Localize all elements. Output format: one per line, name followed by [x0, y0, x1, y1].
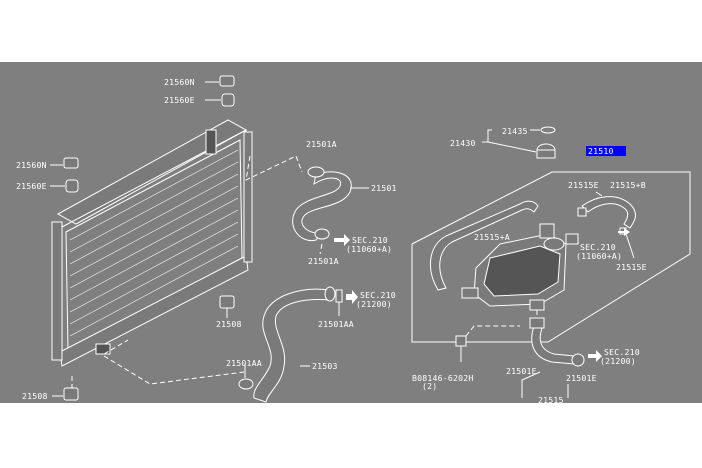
- upper-hose-21501[interactable]: [292, 166, 369, 242]
- mount-21560n-left[interactable]: [50, 157, 79, 169]
- label-21501aa-left: 21501AA: [226, 358, 262, 368]
- cap-seal-21435[interactable]: [540, 126, 556, 134]
- label-21508-bot: 21508: [22, 391, 48, 401]
- lower-hose-21503[interactable]: [238, 286, 336, 403]
- mount-21560e-top[interactable]: [205, 93, 235, 107]
- reservoir-lower-hose[interactable]: [529, 317, 585, 367]
- label-21501a-bot: 21501A: [308, 256, 339, 266]
- label-sec210-c: SEC.210: [580, 242, 616, 252]
- label-21501aa-right: 21501AA: [318, 319, 354, 329]
- radiator-parts-diagram: 21560N 21560E 21560N 21560E 21508 21508 …: [0, 62, 702, 405]
- label-21515a: 21515+A: [474, 232, 510, 242]
- arrow-sec210-c: [618, 228, 630, 236]
- mount-21508-mid[interactable]: [219, 295, 235, 318]
- clamp-21501aa-right[interactable]: [335, 289, 343, 303]
- label-21503: 21503: [312, 361, 338, 371]
- label-21560e-top: 21560E: [164, 95, 195, 105]
- label-21430: 21430: [450, 138, 476, 148]
- label-21501a-top: 21501A: [306, 139, 337, 149]
- leader-dashes-left: [71, 155, 323, 388]
- radiator-assembly[interactable]: [51, 119, 253, 367]
- label-21515: 21515: [538, 395, 564, 403]
- label-21560n-top: 21560N: [164, 77, 195, 87]
- label-21560n-left: 21560N: [16, 160, 47, 170]
- leader-21515-left: [521, 371, 541, 398]
- bolt-08146[interactable]: [455, 325, 520, 362]
- reservoir-cap-21430[interactable]: [482, 129, 556, 159]
- reservoir-outline-box: [411, 171, 691, 343]
- label-21501e-right: 21501E: [566, 373, 597, 383]
- radiator-side-tank-left: [51, 221, 63, 361]
- label-21501: 21501: [371, 183, 397, 193]
- mount-21508-bot[interactable]: [52, 387, 79, 401]
- arrow-sec210-d: [588, 350, 602, 362]
- label-21435: 21435: [502, 126, 528, 136]
- label-sec210-d: SEC.210: [604, 347, 640, 357]
- label-sec210-a: SEC.210: [352, 235, 388, 245]
- hose-21515b[interactable]: [577, 191, 636, 229]
- arrow-sec210-a: [334, 234, 350, 246]
- label-21515b: 21515+B: [610, 180, 646, 190]
- label-sec210-d-code: (21200): [600, 356, 636, 366]
- label-sec210-a-code: (11060+A): [346, 244, 392, 254]
- part-21510-highlight[interactable]: [586, 146, 626, 156]
- label-21510: 21510: [588, 146, 614, 156]
- label-21515e-bot: 21515E: [616, 262, 647, 272]
- label-21515e-top: 21515E: [568, 180, 599, 190]
- mount-21560e-left[interactable]: [50, 179, 79, 193]
- label-21508-mid: 21508: [216, 319, 242, 329]
- radiator-inlet-neck: [205, 129, 217, 155]
- label-bolt-08146: B08146-6202H: [412, 373, 474, 383]
- label-sec210-b-code: (21200): [356, 299, 392, 309]
- reservoir-tank-21510[interactable]: [461, 223, 579, 311]
- parts-diagram-panel: 21560N 21560E 21560N 21560E 21508 21508 …: [0, 62, 702, 405]
- radiator-bottom-tank: [59, 255, 249, 367]
- diagram-background: [0, 62, 702, 403]
- label-sec210-b: SEC.210: [360, 290, 396, 300]
- radiator-side-tank-right: [243, 131, 253, 263]
- radiator-fins: [69, 149, 239, 337]
- arrow-sec210-b: [346, 290, 358, 304]
- label-21560e-left: 21560E: [16, 181, 47, 191]
- label-bolt-qty: (2): [422, 381, 437, 391]
- mount-21560n-top[interactable]: [205, 75, 235, 87]
- label-21501e-left: 21501E: [506, 366, 537, 376]
- radiator-outlet-neck: [95, 343, 111, 355]
- overflow-hose-21515a[interactable]: [429, 200, 539, 291]
- label-sec210-c-code: (11060+A): [576, 251, 622, 261]
